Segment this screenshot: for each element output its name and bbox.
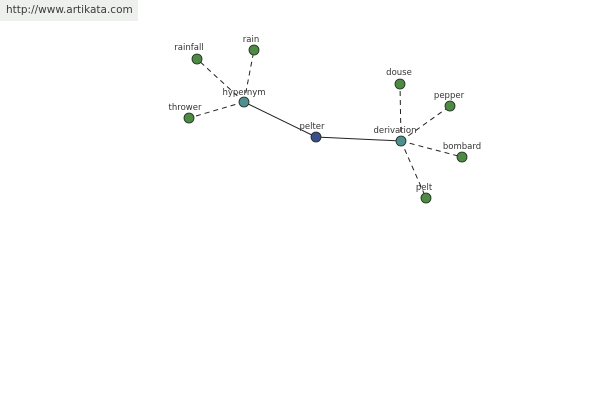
edge-hypernym-thrower [188,101,245,119]
node-derivation[interactable]: derivation [373,126,417,147]
node-dot-thrower[interactable] [183,112,195,124]
edge-pelter-hypernym [243,101,317,138]
node-label-hypernym: hypernym [222,88,265,98]
node-dot-pelt[interactable] [420,192,432,204]
node-label-rain: rain [243,35,259,45]
node-thrower[interactable]: thrower [169,103,202,124]
node-pepper[interactable]: pepper [434,91,465,112]
edge-derivation-pelt [400,140,427,199]
node-label-derivation: derivation [373,126,416,136]
node-label-douse: douse [386,68,412,78]
node-dot-bombard[interactable] [456,151,468,163]
node-label-bombard: bombard [443,142,481,152]
node-rain[interactable]: rain [243,35,260,56]
node-dot-rain[interactable] [248,44,260,56]
edge-derivation-pepper [400,105,451,142]
node-douse[interactable]: douse [386,68,412,90]
node-dot-pepper[interactable] [444,100,456,112]
edge-hypernym-rainfall [196,58,245,103]
node-dot-hypernym[interactable] [238,96,250,108]
node-hypernym[interactable]: hypernym [222,88,266,108]
edge-pelter-derivation [315,136,402,142]
node-pelt[interactable]: pelt [416,183,433,204]
node-label-thrower: thrower [169,103,202,113]
edge-derivation-douse [399,83,402,142]
node-label-rainfall: rainfall [174,43,203,53]
node-label-pelt: pelt [416,183,433,193]
node-dot-rainfall[interactable] [191,53,203,65]
edge-derivation-bombard [400,140,463,158]
site-url[interactable]: http://www.artikata.com [0,0,138,21]
node-rainfall[interactable]: rainfall [174,43,204,65]
node-dot-douse[interactable] [394,78,406,90]
node-pelter[interactable]: pelter [299,122,325,143]
node-dot-derivation[interactable] [395,135,407,147]
node-bombard[interactable]: bombard [443,142,481,163]
node-label-pepper: pepper [434,91,465,101]
node-label-pelter: pelter [299,122,325,132]
node-dot-pelter[interactable] [310,131,322,143]
